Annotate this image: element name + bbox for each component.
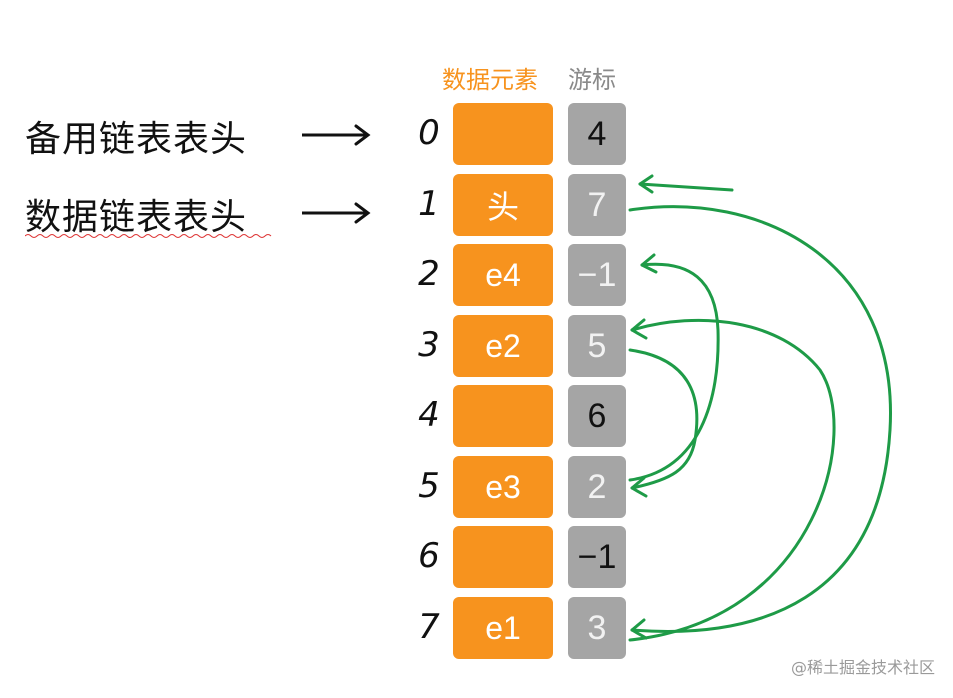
watermark: @稀土掘金技术社区 (790, 658, 935, 677)
arrow-right-icon (302, 124, 371, 146)
arrow-head (630, 618, 648, 640)
data-element-cell (453, 103, 553, 165)
row-index: 0 (418, 113, 440, 153)
arrow-head (630, 318, 648, 340)
row-index: 3 (418, 325, 440, 365)
data-element-cell: 头 (453, 174, 553, 236)
row-index: 6 (418, 536, 440, 576)
data-element-cell: e2 (453, 315, 553, 377)
spare-list-head-label: 备用链表表头 (25, 119, 248, 160)
data-element-cell (453, 526, 553, 588)
cursor-cell: 4 (568, 103, 626, 165)
link-arrow (628, 262, 720, 482)
cursor-cell: 3 (568, 597, 626, 659)
cursor-cell: −1 (568, 526, 626, 588)
arrow-head (630, 476, 648, 498)
data-element-cell: e1 (453, 597, 553, 659)
arrow-head (640, 253, 658, 274)
row-index: 5 (418, 466, 440, 506)
arrow-head (638, 174, 654, 194)
data-element-cell: e3 (453, 456, 553, 518)
column-header-data: 数据元素 (442, 66, 538, 94)
cursor-cell: 5 (568, 315, 626, 377)
link-arrow (638, 182, 734, 192)
link-arrow (628, 205, 892, 633)
data-element-cell: e4 (453, 244, 553, 306)
cursor-cell: 7 (568, 174, 626, 236)
cursor-cell: −1 (568, 244, 626, 306)
cursor-cell: 2 (568, 456, 626, 518)
row-index: 4 (418, 395, 440, 435)
row-index: 1 (418, 184, 440, 224)
data-list-head-label: 数据链表表头 (25, 197, 248, 238)
arrow-right-icon (302, 202, 371, 224)
cursor-cell: 6 (568, 385, 626, 447)
column-header-cursor: 游标 (568, 66, 616, 94)
row-index: 7 (418, 607, 440, 647)
spell-check-squiggle (25, 234, 272, 238)
link-arrow (628, 318, 836, 642)
row-index: 2 (418, 254, 440, 294)
data-element-cell (453, 385, 553, 447)
